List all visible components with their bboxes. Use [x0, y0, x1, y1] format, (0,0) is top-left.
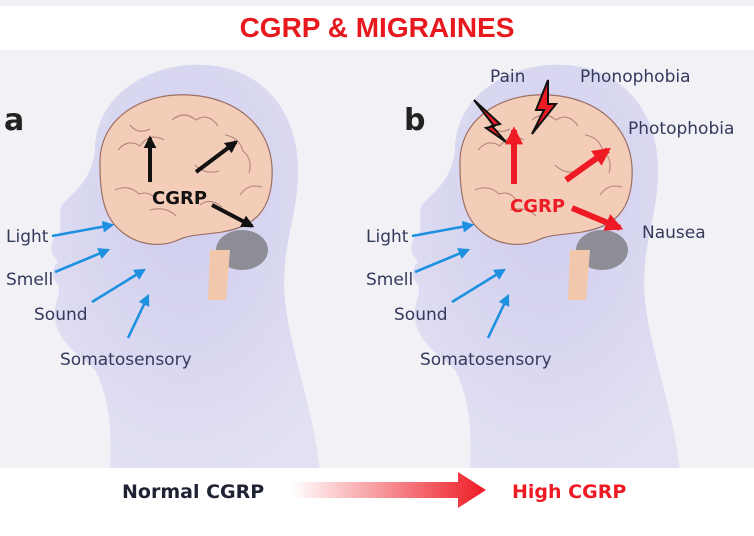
panel-letter-b: b — [404, 103, 425, 138]
page-title: CGRP & MIGRAINES — [0, 6, 754, 50]
panel-letter-a: a — [4, 103, 24, 138]
cgrp-arrow-downright-a — [211, 203, 255, 228]
input-label-light-b: Light — [366, 227, 409, 247]
cgrp-arrow-upright-a — [194, 140, 239, 174]
input-arrow-sound-a — [91, 268, 146, 304]
input-arrow-light-b — [411, 220, 475, 238]
normal-cgrp-label: Normal CGRP — [122, 481, 264, 503]
panel-a: a CGRP Light Smell Sound Somatosensory — [4, 64, 321, 471]
brain-a — [99, 94, 273, 246]
input-arrow-sound-b — [451, 268, 506, 304]
bottom-band — [0, 468, 754, 536]
brainstem-a — [208, 250, 230, 300]
progression-arrow — [292, 472, 486, 508]
center-label-a: CGRP — [152, 188, 207, 209]
input-arrow-smell-a — [54, 248, 111, 274]
cgrp-arrow-downright-b — [570, 205, 624, 231]
input-label-light-a: Light — [6, 227, 49, 247]
input-arrow-smell-b — [414, 248, 471, 274]
output-label-pain: Pain — [490, 67, 525, 87]
cgrp-arrow-upright-b — [564, 147, 611, 183]
lightning-bolt-icon — [531, 79, 559, 135]
input-label-sound-a: Sound — [34, 305, 88, 325]
center-label-b: CGRP — [510, 196, 565, 217]
panel-b: b CGRP Pain Phonophobia Photophobia Naus… — [366, 64, 734, 471]
output-label-nausea: Nausea — [642, 223, 706, 243]
input-arrow-somato-b — [486, 293, 510, 339]
input-arrow-light-a — [51, 220, 115, 238]
brainstem-b — [568, 250, 590, 300]
input-label-smell-a: Smell — [6, 270, 53, 290]
input-label-smell-b: Smell — [366, 270, 413, 290]
input-label-somato-a: Somatosensory — [60, 350, 192, 370]
output-label-photophobia: Photophobia — [628, 119, 734, 139]
input-label-somato-b: Somatosensory — [420, 350, 552, 370]
high-cgrp-label: High CGRP — [512, 481, 626, 503]
output-label-phonophobia: Phonophobia — [580, 67, 691, 87]
input-arrow-somato-a — [126, 293, 150, 339]
input-label-sound-b: Sound — [394, 305, 448, 325]
